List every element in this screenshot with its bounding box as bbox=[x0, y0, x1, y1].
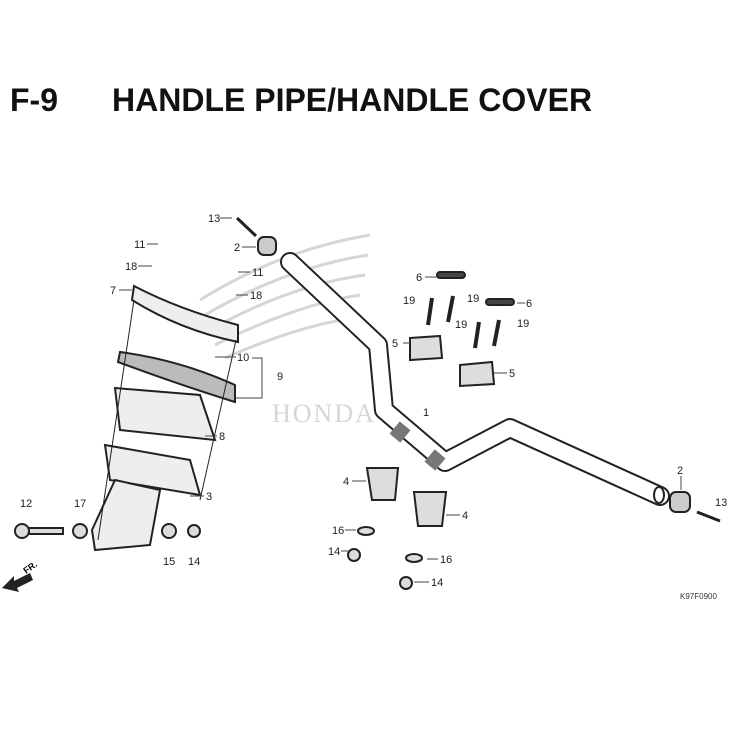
callout: 2 bbox=[234, 242, 240, 254]
callout: 4 bbox=[343, 476, 349, 488]
callout: 7 bbox=[110, 285, 116, 297]
figure-number: F-9 bbox=[10, 82, 58, 118]
callout: 15 bbox=[163, 556, 175, 568]
callout: 16 bbox=[440, 554, 452, 566]
callout: 4 bbox=[462, 510, 468, 522]
handle-cover-assembly bbox=[90, 284, 239, 552]
lower-holder-left bbox=[365, 467, 400, 501]
callout: 5 bbox=[509, 368, 515, 380]
callout: 13 bbox=[208, 213, 220, 225]
callout: 14 bbox=[431, 577, 443, 589]
callout: 16 bbox=[332, 525, 344, 537]
honda-wing-watermark: HONDA bbox=[199, 233, 376, 428]
callout: 6 bbox=[416, 272, 422, 284]
handle-weight-right bbox=[669, 491, 691, 513]
callout: 19 bbox=[517, 318, 529, 330]
callout: 19 bbox=[455, 319, 467, 331]
plate-6-b bbox=[485, 298, 515, 306]
callout: 8 bbox=[219, 431, 225, 443]
callout: 5 bbox=[392, 338, 398, 350]
callout: 18 bbox=[125, 261, 137, 273]
handle-weight-left bbox=[257, 236, 277, 256]
leader-lines bbox=[119, 217, 682, 583]
diagram-title: HANDLE PIPE/HANDLE COVER bbox=[112, 82, 593, 118]
callout: 17 bbox=[74, 498, 86, 510]
screw-13-right bbox=[696, 510, 721, 523]
callout: 13 bbox=[715, 497, 727, 509]
callout: 12 bbox=[20, 498, 32, 510]
lower-holder-right bbox=[412, 491, 448, 527]
callout: 18 bbox=[250, 290, 262, 302]
front-label: FR. bbox=[21, 559, 39, 576]
upper-holder-left bbox=[409, 334, 444, 362]
front-direction-arrow: FR. bbox=[2, 559, 39, 592]
screw-13-left bbox=[235, 216, 258, 238]
callout: 14 bbox=[188, 556, 200, 568]
plate-6-a bbox=[436, 271, 466, 279]
upper-holder-right bbox=[459, 360, 496, 388]
handle-pipe bbox=[280, 252, 670, 506]
callout: 3 bbox=[206, 491, 212, 503]
callout: 2 bbox=[677, 465, 683, 477]
callout-labels: 13 2 11 18 11 18 7 10 9 8 3 12 17 15 14 … bbox=[20, 213, 727, 589]
callout: 11 bbox=[252, 267, 263, 279]
callout: 9 bbox=[277, 371, 283, 383]
callout: 1 bbox=[423, 407, 429, 419]
callout: 10 bbox=[237, 352, 249, 364]
callout: 14 bbox=[328, 546, 340, 558]
callout: 19 bbox=[403, 295, 415, 307]
callout: 6 bbox=[526, 298, 532, 310]
watermark-text: HONDA bbox=[272, 399, 376, 428]
callout: 11 bbox=[134, 239, 145, 251]
diagram-code: K97F0900 bbox=[680, 592, 717, 601]
callout: 19 bbox=[467, 293, 479, 305]
